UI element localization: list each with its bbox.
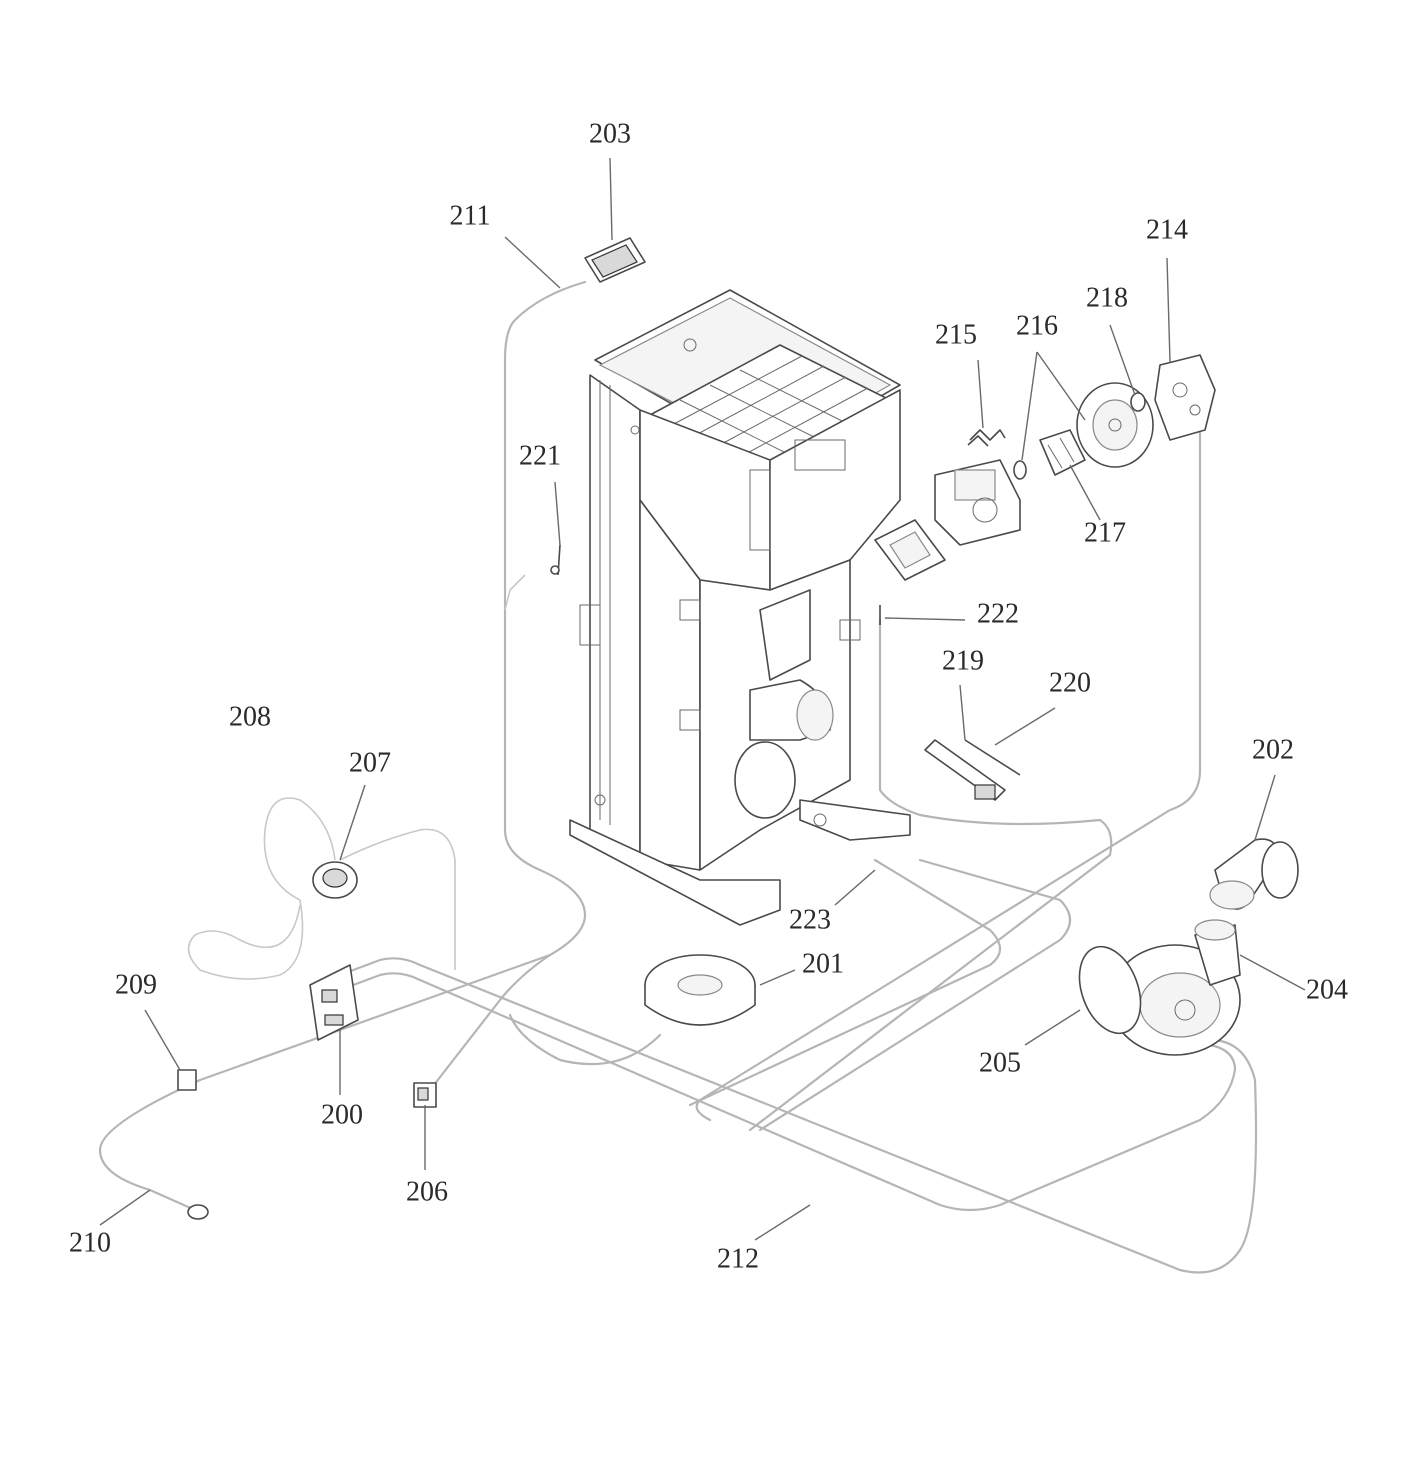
label-215: 215 (935, 319, 977, 350)
part-206-connector (413, 1082, 437, 1108)
part-205-gasket (1078, 945, 1142, 1035)
label-212: 212 (717, 1243, 759, 1274)
part-204-exhaust-fan (1109, 919, 1241, 1056)
label-217: 217 (1084, 517, 1126, 548)
label-210: 210 (69, 1227, 111, 1258)
part-221-sensor (550, 544, 561, 576)
label-203: 203 (589, 118, 631, 149)
label-211: 211 (450, 200, 491, 231)
part-labels: 203 211 214 218 215 216 221 217 222 219 … (69, 118, 1348, 1274)
label-216: 216 (1016, 310, 1058, 341)
label-218: 218 (1086, 282, 1128, 313)
label-214: 214 (1146, 214, 1188, 245)
part-214-valve-block (1154, 354, 1216, 441)
part-217-impeller (1039, 429, 1086, 476)
part-flange-gasket (874, 519, 946, 581)
label-206: 206 (406, 1176, 448, 1207)
label-202: 202 (1252, 734, 1294, 765)
label-219: 219 (942, 645, 984, 676)
leader-lines (99, 157, 1306, 1241)
boiler-cabinet (569, 289, 911, 926)
part-210-plug (187, 1204, 209, 1220)
part-220-probe (964, 739, 1021, 800)
label-222: 222 (977, 598, 1019, 629)
part-200-board (309, 964, 359, 1041)
label-200: 200 (321, 1099, 363, 1130)
label-209: 209 (115, 969, 157, 1000)
label-223: 223 (789, 904, 831, 935)
part-203-control-panel (584, 237, 646, 283)
label-205: 205 (979, 1047, 1021, 1078)
part-216-bearing (1013, 460, 1027, 480)
part-202-elbow (1209, 838, 1299, 910)
part-215-clips (967, 429, 1006, 447)
label-207: 207 (349, 747, 391, 778)
part-207-motor (312, 861, 358, 899)
label-201: 201 (802, 948, 844, 979)
part-201-fan (644, 954, 756, 1026)
part-feed-motor (934, 459, 1021, 546)
label-221: 221 (519, 440, 561, 471)
label-208: 208 (229, 701, 271, 732)
label-220: 220 (1049, 667, 1091, 698)
part-218-ring (1130, 392, 1146, 412)
part-209-connector (177, 1069, 197, 1091)
wiring-harness (98, 280, 1258, 1274)
label-204: 204 (1306, 974, 1348, 1005)
